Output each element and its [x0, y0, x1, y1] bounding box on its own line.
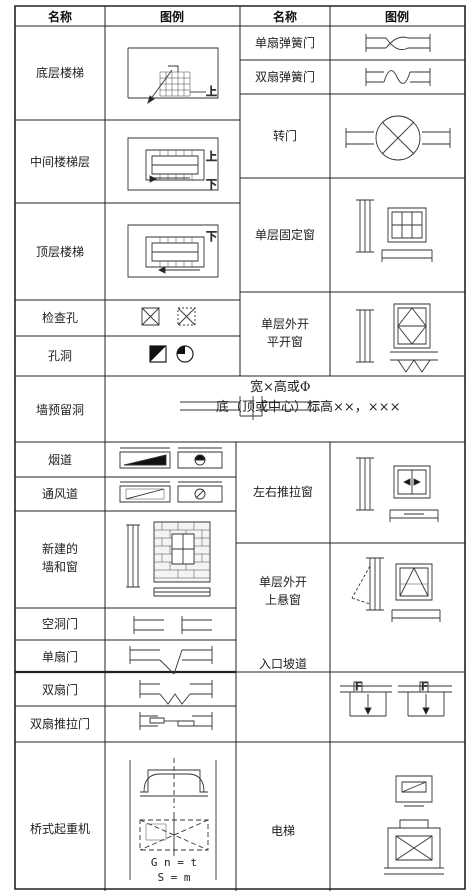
single-fixed-window-icon — [356, 200, 432, 262]
label-ventilation-duct: 通风道 — [42, 487, 78, 501]
entrance-ramp-icon: F F — [340, 680, 452, 716]
single-leaf-door-icon — [130, 646, 212, 674]
svg-text:F: F — [355, 680, 362, 693]
svg-text:上: 上 — [206, 150, 217, 163]
label-top-hung-line1: 单层外开 — [259, 575, 307, 589]
ground-floor-stair-icon: 上 — [128, 48, 218, 103]
header-legend-right: 图例 — [385, 9, 409, 24]
ventilation-duct-icon — [120, 482, 222, 502]
label-outward-casement-line2: 平开窗 — [267, 335, 303, 349]
outward-casement-window-icon — [356, 304, 438, 372]
crane-note-line1: G n = t — [151, 856, 197, 869]
table-header: 名称 图例 名称 图例 — [15, 6, 465, 26]
revolving-door-icon — [346, 116, 450, 160]
sliding-window-icon — [356, 458, 438, 522]
label-elevator: 电梯 — [271, 824, 295, 838]
label-new-wall-window-line1: 新建的 — [42, 541, 78, 556]
header-name-right: 名称 — [273, 9, 297, 24]
label-ground-floor-stair: 底层楼梯 — [36, 65, 84, 80]
label-entrance-ramp: 入口坡道 — [259, 657, 307, 671]
flue-icon — [120, 448, 222, 468]
svg-text:下: 下 — [206, 178, 217, 191]
opening-icon — [150, 346, 193, 362]
middle-floor-stair-icon: 上 下 — [128, 138, 218, 191]
label-bridge-crane: 桥式起重机 — [30, 822, 90, 836]
label-reserved-wall-opening: 墙预留洞 — [36, 403, 84, 417]
left-labels: 底层楼梯 中间楼梯层 顶层楼梯 检查孔 孔洞 墙预留洞 烟道 通风道 新建的 墙… — [30, 65, 90, 836]
label-top-floor-stair: 顶层楼梯 — [36, 244, 84, 259]
double-sliding-door-icon — [140, 712, 212, 730]
label-middle-floor-stair: 中间楼梯层 — [30, 154, 90, 169]
single-spring-door-icon — [366, 34, 430, 52]
top-hung-window-icon — [352, 558, 440, 622]
label-flue: 烟道 — [48, 453, 72, 467]
svg-text:上: 上 — [206, 85, 217, 98]
label-single-leaf-door: 单扇门 — [42, 649, 78, 664]
label-opening: 孔洞 — [48, 349, 72, 363]
label-single-spring-door: 单扇弹簧门 — [255, 35, 315, 50]
double-spring-door-icon — [366, 68, 430, 86]
svg-text:F: F — [421, 680, 428, 693]
right-labels: 单扇弹簧门 双扇弹簧门 转门 单层固定窗 单层外开 平开窗 左右推拉窗 单层外开… — [253, 35, 315, 838]
elevator-icon — [384, 776, 444, 874]
top-floor-stair-icon: 下 — [128, 225, 218, 277]
svg-text:下: 下 — [206, 230, 217, 243]
label-inspection-hole: 检查孔 — [42, 310, 78, 325]
empty-doorway-icon — [134, 616, 212, 634]
label-sliding-window: 左右推拉窗 — [253, 484, 313, 499]
label-double-sliding-door: 双扇推拉门 — [30, 716, 90, 731]
inspection-hole-icon — [142, 308, 195, 325]
header-name-left: 名称 — [48, 9, 72, 24]
label-double-spring-door: 双扇弹簧门 — [255, 69, 315, 84]
header-legend-left: 图例 — [160, 9, 184, 24]
crane-note-line2: S = m — [157, 871, 190, 884]
bridge-crane-icon — [130, 758, 216, 880]
label-single-fixed-window: 单层固定窗 — [255, 227, 315, 242]
double-leaf-door-icon — [140, 680, 212, 704]
table-grid — [15, 26, 465, 891]
new-wall-window-icon — [126, 522, 210, 596]
label-revolving-door: 转门 — [273, 128, 297, 143]
label-new-wall-window-line2: 墙和窗 — [42, 560, 78, 574]
label-empty-doorway: 空洞门 — [42, 616, 78, 631]
label-double-leaf-door: 双扇门 — [42, 682, 78, 697]
label-top-hung-line2: 上悬窗 — [265, 593, 301, 607]
wall-opening-note-line1: 宽×高或Φ — [250, 379, 311, 395]
wall-opening-note-line2: 底（顶或中心）标高××，××× — [216, 399, 400, 415]
label-outward-casement-line1: 单层外开 — [261, 317, 309, 331]
reserved-wall-opening-icon — [180, 396, 320, 420]
